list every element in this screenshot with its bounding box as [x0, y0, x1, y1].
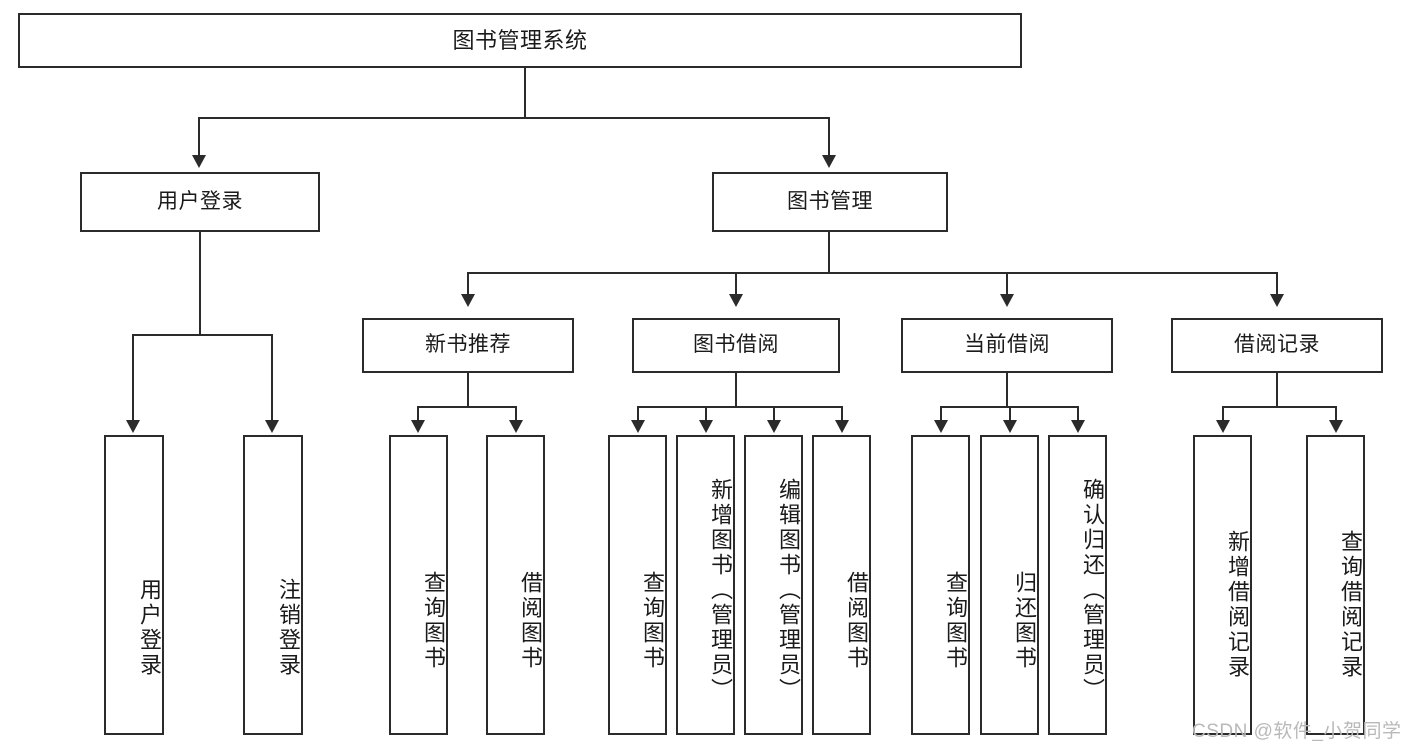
connector-br-drop-2 — [1335, 406, 1337, 422]
connector-borrow-record-bus — [1222, 406, 1336, 408]
arrowhead-leaf-login — [126, 420, 140, 433]
connector-new-book-bus — [417, 406, 517, 408]
connector-book-borrow-bus — [637, 406, 842, 408]
arrowhead-cb-leaf-2 — [1003, 420, 1017, 433]
connector-bb-drop-3 — [773, 406, 775, 422]
arrowhead-br-leaf-1 — [1216, 420, 1230, 433]
arrowhead-cb-leaf-3 — [1071, 420, 1085, 433]
connector-user-login-drop-1 — [132, 334, 134, 422]
connector-root-stem — [524, 68, 526, 118]
connector-borrow-record-stem — [1276, 373, 1278, 407]
leaf-cb-query-book[interactable]: 查询图书 — [911, 435, 970, 735]
node-root-system[interactable]: 图书管理系统 — [18, 13, 1022, 68]
connector-level3-drop-4 — [1276, 272, 1278, 296]
arrowhead-bb-leaf-1 — [631, 420, 645, 433]
leaf-cb-confirm-return-admin[interactable]: 确认归还（管理员） — [1048, 435, 1107, 735]
arrowhead-cb-leaf-1 — [934, 420, 948, 433]
connector-user-login-stem — [199, 232, 201, 335]
arrowhead-nb-leaf-1 — [411, 420, 425, 433]
connector-book-manage-stem — [828, 232, 830, 273]
arrowhead-current-borrow — [1000, 294, 1014, 307]
leaf-nb-query-book[interactable]: 查询图书 — [389, 435, 448, 735]
node-new-book-recommend[interactable]: 新书推荐 — [362, 318, 574, 373]
arrowhead-nb-leaf-2 — [509, 420, 523, 433]
connector-bb-drop-2 — [705, 406, 707, 422]
node-book-manage[interactable]: 图书管理 — [712, 172, 948, 232]
arrowhead-bb-leaf-4 — [835, 420, 849, 433]
arrowhead-book-manage — [822, 155, 836, 168]
connector-new-book-drop-2 — [515, 406, 517, 422]
connector-level3-drop-1 — [467, 272, 469, 296]
arrowhead-leaf-logout — [265, 420, 279, 433]
leaf-br-query-record[interactable]: 查询借阅记录 — [1306, 435, 1365, 735]
connector-level3-bus — [467, 272, 1277, 274]
connector-bb-drop-4 — [841, 406, 843, 422]
connector-user-login-drop-2 — [271, 334, 273, 422]
connector-bb-drop-1 — [637, 406, 639, 422]
arrowhead-user-login — [192, 155, 206, 168]
node-book-borrow[interactable]: 图书借阅 — [632, 318, 840, 373]
arrowhead-bb-leaf-3 — [767, 420, 781, 433]
connector-level2-drop-left — [198, 117, 200, 157]
connector-new-book-drop-1 — [417, 406, 419, 422]
leaf-bb-add-book-admin[interactable]: 新增图书（管理员） — [676, 435, 735, 735]
connector-user-login-bus — [132, 334, 272, 336]
connector-book-borrow-stem — [735, 373, 737, 407]
leaf-bb-borrow-book[interactable]: 借阅图书 — [812, 435, 871, 735]
arrowhead-br-leaf-2 — [1329, 420, 1343, 433]
leaf-br-add-record[interactable]: 新增借阅记录 — [1193, 435, 1252, 735]
connector-cb-drop-2 — [1009, 406, 1011, 422]
arrowhead-new-book — [461, 294, 475, 307]
arrowhead-bb-leaf-2 — [699, 420, 713, 433]
connector-level2-bus — [198, 117, 830, 119]
leaf-nb-borrow-book[interactable]: 借阅图书 — [486, 435, 545, 735]
arrowhead-book-borrow — [729, 294, 743, 307]
arrowhead-borrow-record — [1270, 294, 1284, 307]
connector-level3-drop-2 — [735, 272, 737, 296]
connector-br-drop-1 — [1222, 406, 1224, 422]
node-user-login[interactable]: 用户登录 — [80, 172, 320, 232]
connector-level2-drop-right — [828, 117, 830, 157]
connector-new-book-stem — [467, 373, 469, 407]
leaf-bb-query-book[interactable]: 查询图书 — [608, 435, 667, 735]
connector-current-borrow-stem — [1006, 373, 1008, 407]
node-current-borrow[interactable]: 当前借阅 — [901, 318, 1113, 373]
leaf-bb-edit-book-admin[interactable]: 编辑图书（管理员） — [744, 435, 803, 735]
connector-level3-drop-3 — [1006, 272, 1008, 296]
connector-cb-drop-1 — [940, 406, 942, 422]
leaf-user-logout[interactable]: 注销登录 — [243, 435, 303, 735]
connector-cb-drop-3 — [1077, 406, 1079, 422]
node-borrow-record[interactable]: 借阅记录 — [1171, 318, 1383, 373]
leaf-cb-return-book[interactable]: 归还图书 — [980, 435, 1039, 735]
leaf-user-login[interactable]: 用户登录 — [104, 435, 164, 735]
